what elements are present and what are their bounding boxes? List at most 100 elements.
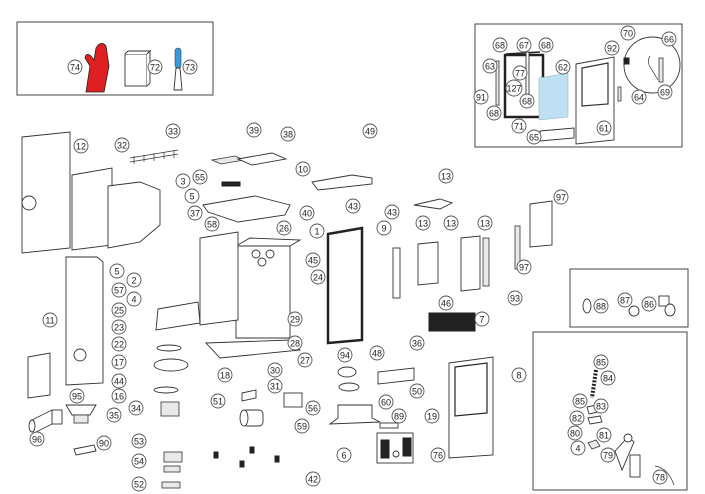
part-callout-32: 32	[114, 137, 130, 153]
part-callout-19: 19	[424, 408, 440, 424]
callout-circle	[384, 204, 400, 220]
callout-circle	[267, 362, 283, 378]
part-callout-80: 80	[567, 425, 583, 441]
hinge-detail-circle	[617, 36, 681, 102]
part-number: 91	[476, 93, 486, 103]
part-number: 90	[99, 439, 109, 449]
part-number: 13	[446, 219, 456, 229]
strip-89	[379, 422, 399, 429]
part-number: 34	[131, 404, 141, 414]
part-callout-95: 95	[69, 388, 85, 404]
part-number: 55	[195, 173, 205, 183]
part-callout-13: 13	[415, 215, 431, 231]
part-number: 58	[207, 220, 217, 230]
liner-mid-13	[417, 241, 439, 286]
callout-circle	[511, 118, 527, 134]
part-number: 44	[114, 377, 124, 387]
callout-circle	[570, 440, 586, 456]
callout-circle	[362, 123, 378, 139]
part-callout-58: 58	[204, 216, 220, 232]
part-number: 33	[168, 127, 178, 137]
part-number: 52	[134, 480, 144, 490]
callout-circle	[617, 292, 633, 308]
gasket-22	[153, 358, 189, 372]
feet-42	[213, 446, 280, 468]
part-number: 79	[603, 451, 613, 461]
part-number: 67	[519, 41, 529, 51]
door-assembly-inset-box	[474, 23, 683, 148]
part-number: 10	[298, 165, 308, 175]
callout-circle	[131, 476, 147, 492]
callout-circle	[131, 453, 147, 469]
part-number: 76	[433, 451, 443, 461]
callout-circle	[600, 447, 616, 463]
part-callout-62: 62	[555, 59, 571, 75]
bracket-18	[241, 389, 257, 402]
part-callout-42: 42	[305, 471, 321, 487]
part-callout-44: 44	[111, 373, 127, 389]
part-number: 96	[32, 435, 42, 445]
gasket-88	[582, 298, 592, 314]
callout-circle	[165, 123, 181, 139]
callout-circle	[111, 373, 127, 389]
oven-glove-icon	[84, 43, 110, 93]
callout-circle	[184, 188, 200, 204]
part-callout-13: 13	[438, 168, 454, 184]
part-number: 50	[412, 387, 422, 397]
scraper-tool-icon	[173, 47, 183, 91]
door-frame-9	[326, 226, 364, 345]
part-callout-53: 53	[131, 433, 147, 449]
part-number: 59	[297, 422, 307, 432]
part-callout-59: 59	[294, 418, 310, 434]
callout-circle	[126, 291, 142, 307]
part-callout-92: 92	[604, 40, 620, 56]
part-callout-69: 69	[657, 84, 673, 100]
callout-circle	[516, 37, 532, 53]
part-number: 25	[114, 306, 124, 316]
callout-circle	[526, 129, 542, 145]
part-number: 69	[660, 88, 670, 98]
part-callout-70: 70	[620, 25, 636, 41]
door-glass-panel	[538, 72, 569, 121]
part-number: 61	[599, 124, 609, 134]
side-shield-58	[199, 231, 239, 326]
part-number: 35	[109, 411, 119, 421]
callout-circle	[538, 37, 554, 53]
part-callout-16: 16	[111, 388, 127, 404]
callout-circle	[295, 161, 311, 177]
part-number: 28	[290, 339, 300, 349]
callout-circle	[438, 168, 454, 184]
callout-circle	[309, 223, 325, 239]
part-number: 37	[190, 209, 200, 219]
part-callout-67: 67	[516, 37, 532, 53]
callout-circle	[29, 431, 45, 447]
callout-circle	[106, 407, 122, 423]
board-54	[163, 465, 181, 473]
ring-87	[628, 305, 640, 317]
part-number: 68	[541, 41, 551, 51]
part-number: 80	[570, 429, 580, 439]
part-callout-25: 25	[111, 302, 127, 318]
part-number: 42	[308, 475, 318, 485]
gasket-17	[153, 386, 179, 394]
part-callout-10: 10	[295, 161, 311, 177]
spring-84	[590, 369, 598, 399]
part-callout-88: 88	[593, 298, 609, 314]
callout-circle	[507, 290, 523, 306]
part-callout-45: 45	[305, 252, 321, 268]
callout-circle	[569, 410, 585, 426]
part-callout-65: 65	[526, 129, 542, 145]
part-number: 17	[114, 358, 124, 368]
callout-circle	[69, 388, 85, 404]
part-number: 84	[603, 374, 613, 384]
callout-circle	[310, 269, 326, 285]
part-callout-77: 77	[512, 65, 528, 81]
callout-circle	[596, 120, 612, 136]
part-callout-5: 5	[109, 263, 125, 279]
callout-circle	[204, 216, 220, 232]
callout-circle	[505, 79, 523, 97]
part-number: 60	[381, 398, 391, 408]
collar-60	[338, 382, 360, 392]
callout-circle	[111, 336, 127, 352]
